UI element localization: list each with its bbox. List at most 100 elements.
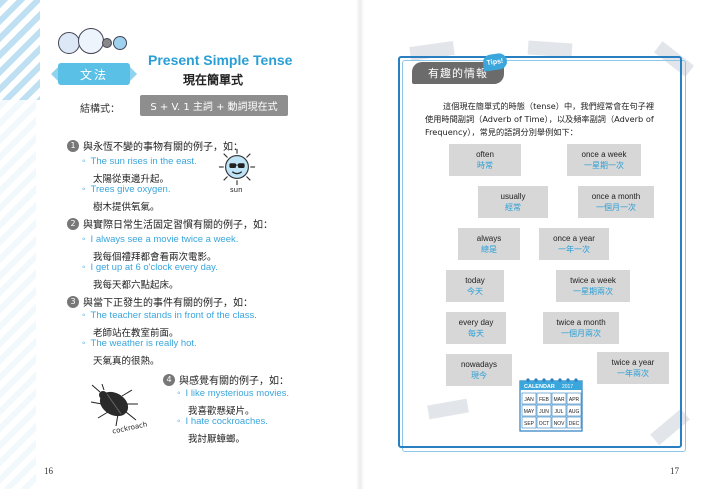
calendar-cell (521, 416, 537, 429)
adverb-en: every day (458, 318, 494, 327)
adverb-zh: 現今 (471, 371, 487, 380)
calendar-cell (536, 392, 552, 405)
example-item: ◦ I like mysterious movies. 我喜歡懸疑片。 (177, 388, 289, 417)
example-en: I like mysterious movies. (185, 388, 290, 399)
section-heading-text: 與實際日常生活固定習慣有關的例子，如： (83, 220, 273, 231)
bullet-icon: ◦ (82, 310, 86, 321)
structure-formula: S + V. 1 主詞 + 動詞現在式 (140, 95, 288, 116)
adverb-card: usually 經常 (478, 186, 548, 218)
example-zh: 天氣真的很熱。 (93, 356, 160, 367)
adverb-en: once a month (591, 192, 641, 201)
intro-line: 這個現在簡單式的時態（tense）中，我們經常會在句子裡 (443, 101, 655, 111)
adverb-zh: 一年兩次 (617, 369, 649, 378)
decorative-stripes-top (0, 0, 40, 100)
intro-line: 使用時間副詞（Adverb of Time），以及頻率副詞（Adverb of (425, 114, 654, 124)
calendar-month: MAY (524, 409, 535, 415)
adverb-zh: 一星期兩次 (573, 287, 613, 296)
adverb-en: always (476, 234, 502, 243)
adverb-zh: 一個月兩次 (561, 329, 601, 338)
calendar-cell (521, 392, 537, 405)
calendar-month: OCT (539, 421, 550, 427)
adverb-card: once a year 一年一次 (539, 228, 609, 260)
section-number: 3 (67, 295, 79, 308)
page-number-right: 17 (670, 466, 679, 476)
adverb-card: always 總是 (458, 228, 520, 260)
example-zh: 樹木提供氧氣。 (93, 202, 160, 213)
example-en: I get up at 6 o'clock every day. (90, 262, 218, 273)
section-number: 4 (163, 373, 175, 386)
example-item: ◦Trees give oxygen. 樹木提供氧氣。 (82, 184, 170, 213)
bullet-icon: ◦ (82, 234, 86, 245)
calendar-month: MAR (553, 397, 565, 403)
section-heading-1: 1 與永恆不變的事物有關的例子，如： (67, 138, 243, 153)
section-number: 1 (67, 139, 79, 152)
example-en: I hate cockroaches. (185, 416, 268, 427)
section-number: 2 (67, 217, 79, 230)
example-zh: 老師站在教室前面。 (93, 328, 179, 339)
example-item: ◦I always see a movie twice a week. 我每個禮… (82, 234, 238, 263)
fun-info-tab: 有趣的情報 (412, 62, 504, 84)
calendar-cell (566, 404, 582, 417)
example-item: ◦I hate cockroaches. 我討厭蟑螂。 (177, 416, 268, 445)
example-item: ◦ I get up at 6 o'clock every day. 我每天都六點… (82, 262, 218, 291)
example-en: The weather is really hot. (90, 338, 197, 349)
adverb-en: usually (500, 192, 526, 201)
calendar-month: FEB (539, 397, 549, 403)
adverb-card: every day 每天 (446, 312, 506, 344)
intro-paragraph: 這個現在簡單式的時態（tense）中，我們經常會在句子裡 使用時間副詞（Adve… (425, 100, 673, 139)
adverb-zh: 今天 (467, 287, 483, 296)
adverb-card: nowadays 現今 (446, 354, 512, 386)
page-title-zh: 現在簡單式 (183, 73, 244, 87)
adverb-card: twice a year 一年兩次 (597, 352, 669, 384)
calendar-cell (536, 404, 552, 417)
adverb-en: once a year (553, 234, 595, 243)
adverb-card: often 時常 (449, 144, 521, 176)
example-zh: 我每天都六點起床。 (93, 280, 179, 291)
adverb-en: twice a week (570, 276, 616, 285)
bullet-icon: ◦ (177, 416, 181, 427)
adverb-zh: 總是 (481, 245, 497, 254)
adverb-card: twice a week 一星期兩次 (556, 270, 630, 302)
adverb-zh: 一個月一次 (596, 203, 636, 212)
adverb-card: once a week 一星期一次 (567, 144, 641, 176)
example-item: ◦The sun rises in the east. 太陽從東邊升起。 (82, 156, 197, 185)
example-item: ◦The teacher stands in front of the clas… (82, 310, 257, 339)
calendar-cell (551, 416, 567, 429)
adverb-en: nowadays (460, 360, 498, 369)
calendar-year: 2017 (562, 384, 573, 390)
intro-line: Frequency），常見的語詞分別舉例如下： (425, 127, 578, 137)
bullet-icon: ◦ (82, 262, 86, 273)
sun-icon (218, 148, 256, 186)
adverb-zh: 一年一次 (558, 245, 590, 254)
adverb-card: once a month 一個月一次 (578, 186, 654, 218)
example-en: Trees give oxygen. (90, 184, 171, 195)
calendar-month: DEC (569, 421, 580, 427)
calendar-month: SEP (524, 421, 535, 427)
adverb-en: often (476, 150, 494, 159)
example-en: The sun rises in the east. (90, 156, 197, 167)
section-heading-3: 3 與當下正發生的事件有關的例子，如： (67, 294, 253, 309)
structure-label: 結構式： (80, 104, 120, 115)
book-gutter (356, 0, 364, 489)
section-heading-text: 與當下正發生的事件有關的例子，如： (83, 298, 253, 309)
adverb-en: twice a month (556, 318, 606, 327)
calendar-cell (521, 404, 537, 417)
adverb-zh: 每天 (468, 329, 484, 338)
tape-decoration (527, 40, 573, 58)
example-zh: 太陽從東邊升起。 (93, 174, 170, 185)
adverb-en: once a week (581, 150, 627, 159)
adverb-zh: 一星期一次 (584, 161, 624, 170)
cockroach-icon (90, 384, 138, 427)
bullet-icon: ◦ (177, 388, 181, 399)
section-heading-4: 4 與感覺有關的例子，如： (163, 372, 289, 387)
calendar-cell (551, 392, 567, 405)
example-zh: 我喜歡懸疑片。 (188, 406, 255, 417)
adverb-zh: 經常 (505, 203, 521, 212)
calendar-month: JAN (524, 397, 534, 403)
calendar-cell (566, 392, 582, 405)
calendar-title: CALENDAR (524, 384, 555, 390)
calendar-month: NOV (554, 421, 566, 427)
planets-illustration (58, 28, 128, 58)
page-title-en: Present Simple Tense (148, 52, 293, 68)
